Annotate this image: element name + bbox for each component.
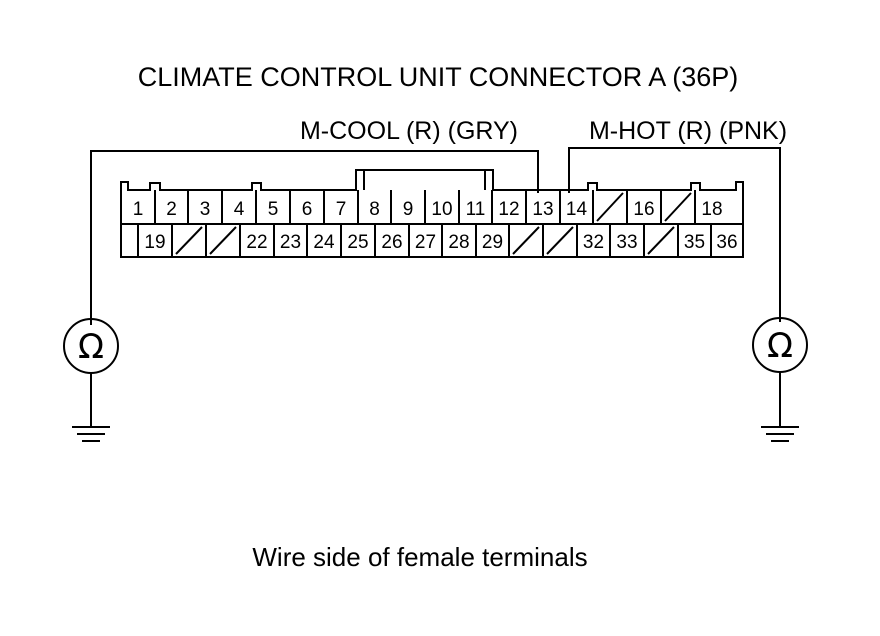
- pin-top-18: 18: [701, 199, 722, 220]
- pin-top-2: 2: [166, 199, 177, 220]
- diagram-caption: Wire side of female terminals: [252, 542, 587, 572]
- probe-wire-left: [90, 150, 539, 325]
- ground-icon: [72, 426, 110, 442]
- empty-cavity: [209, 226, 237, 255]
- ohmmeter-right: Ω: [752, 317, 808, 442]
- ohm-symbol: Ω: [78, 327, 104, 367]
- empty-cavity: [175, 226, 203, 255]
- pin-top-9: 9: [403, 199, 414, 220]
- pin-bottom-22: 22: [246, 232, 267, 253]
- pin-top-1: 1: [133, 199, 144, 220]
- ground-icon: [761, 426, 799, 442]
- ohm-symbol: Ω: [767, 326, 793, 366]
- pin-top-12: 12: [498, 199, 519, 220]
- pin-bottom-26: 26: [381, 232, 402, 253]
- diagram-title: CLIMATE CONTROL UNIT CONNECTOR A (36P): [138, 62, 739, 92]
- pin-bottom-24: 24: [313, 232, 335, 253]
- pin-top-4: 4: [234, 199, 245, 220]
- pin-bottom-36: 36: [716, 232, 737, 253]
- pin-top-3: 3: [200, 199, 211, 220]
- pin-bottom-33: 33: [616, 232, 637, 253]
- pin-bottom-25: 25: [347, 232, 368, 253]
- pin-top-11: 11: [466, 199, 486, 220]
- pin-bottom-29: 29: [482, 232, 503, 253]
- empty-cavity: [664, 192, 692, 222]
- pin-top-13: 13: [532, 199, 553, 220]
- empty-cavity: [647, 226, 675, 255]
- pin-bottom-35: 35: [684, 232, 705, 253]
- pin-top-6: 6: [302, 199, 313, 220]
- wire-label-m-cool: M-COOL (R) (GRY): [300, 117, 518, 145]
- empty-cavity: [546, 226, 574, 255]
- probe-wire-right: [568, 147, 781, 322]
- ohmmeter-left: Ω: [63, 318, 119, 442]
- pin-top-10: 10: [431, 199, 452, 220]
- pin-bottom-19: 19: [144, 232, 165, 253]
- pin-top-5: 5: [268, 199, 279, 220]
- pin-top-8: 8: [369, 199, 380, 220]
- pin-top-16: 16: [633, 199, 654, 220]
- empty-cavity: [596, 192, 624, 222]
- pin-bottom-23: 23: [280, 232, 301, 253]
- pin-bottom-28: 28: [448, 232, 469, 253]
- pin-top-14: 14: [566, 199, 588, 220]
- wire-label-m-hot: M-HOT (R) (PNK): [589, 117, 787, 145]
- pin-top-7: 7: [336, 199, 347, 220]
- connector-housing: [120, 169, 744, 258]
- empty-cavity: [512, 226, 540, 255]
- pin-bottom-32: 32: [583, 232, 604, 253]
- pin-bottom-27: 27: [415, 232, 436, 253]
